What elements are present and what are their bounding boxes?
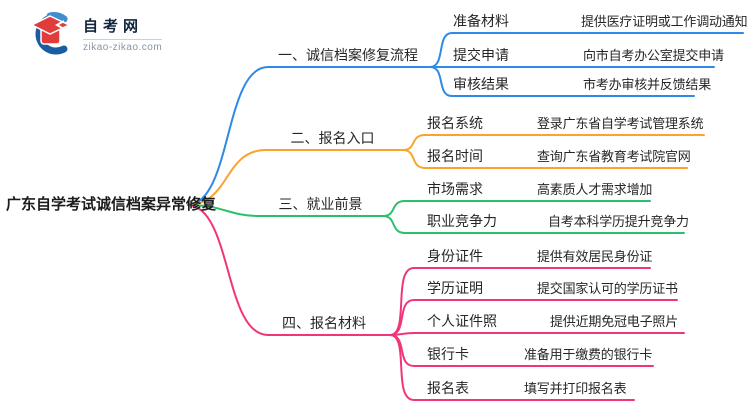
subtopic-registration-form: 报名表 bbox=[427, 380, 469, 396]
graduation-cap-logo-icon bbox=[30, 12, 71, 55]
branch2-child2-line bbox=[402, 149, 688, 169]
subtopic-career-competitiveness: 职业竞争力 bbox=[427, 213, 497, 229]
branch-label-career-prospects: 三、就业前景 bbox=[278, 196, 363, 212]
leaf-market-demand-detail: 高素质人才需求增加 bbox=[537, 182, 653, 197]
branch-label-registration-materials: 四、报名材料 bbox=[282, 315, 366, 331]
subtopic-education-certificate: 学历证明 bbox=[427, 280, 483, 296]
subtopic-registration-time: 报名时间 bbox=[427, 148, 483, 164]
branch2-connectors bbox=[187, 134, 705, 206]
leaf-bank-card-detail: 准备用于缴费的银行卡 bbox=[524, 347, 653, 362]
branch3-child2-line bbox=[382, 215, 685, 234]
logo-cap-base bbox=[40, 28, 61, 45]
leaf-review-result-detail: 市考办审核并反馈结果 bbox=[583, 77, 712, 92]
subtopic-review-result: 审核结果 bbox=[453, 76, 509, 92]
leaf-career-competitiveness-detail: 自考本科学历提升竞争力 bbox=[548, 214, 689, 229]
branch-label-repair-process: 一、诚信档案修复流程 bbox=[278, 47, 418, 63]
subtopic-id-photo: 个人证件照 bbox=[427, 313, 497, 329]
leaf-id-document-detail: 提供有效居民身份证 bbox=[537, 249, 653, 264]
logo-text-block: 自考网 zikao-zikao.com bbox=[83, 15, 163, 53]
branch4-trunk-line bbox=[187, 204, 391, 336]
subtopic-registration-system: 报名系统 bbox=[427, 115, 483, 131]
branch2-child1-line bbox=[402, 134, 705, 151]
branch4-child1-line bbox=[389, 267, 651, 336]
branch3-connectors bbox=[187, 200, 685, 234]
leaf-submit-application-detail: 向市自考办公室提交申请 bbox=[583, 48, 724, 63]
leaf-education-certificate-detail: 提交国家认可的学历证书 bbox=[537, 281, 678, 296]
leaf-registration-system-detail: 登录广东省自学考试管理系统 bbox=[537, 116, 704, 131]
branch4-connectors bbox=[187, 204, 685, 401]
branch1-connectors bbox=[187, 32, 744, 206]
branch3-trunk-line bbox=[187, 204, 384, 217]
root-topic: 广东自学考试诚信档案异常修复 bbox=[6, 196, 217, 213]
logo-site-url: zikao-zikao.com bbox=[83, 42, 163, 53]
logo-site-name: 自考网 bbox=[83, 18, 144, 35]
leaf-prepare-materials-detail: 提供医疗证明或工作调动通知 bbox=[581, 14, 748, 29]
subtopic-id-document: 身份证件 bbox=[427, 248, 483, 264]
subtopic-bank-card: 银行卡 bbox=[427, 346, 469, 362]
branch1-child1-line bbox=[429, 32, 744, 68]
branch1-child3-line bbox=[429, 66, 695, 97]
logo-divider-line bbox=[83, 39, 163, 40]
subtopic-submit-application: 提交申请 bbox=[453, 47, 509, 63]
branch1-trunk-line bbox=[187, 66, 431, 206]
site-logo: 自考网 zikao-zikao.com bbox=[28, 12, 163, 56]
subtopic-market-demand: 市场需求 bbox=[427, 181, 483, 197]
logo-cap-fold-line bbox=[54, 20, 65, 30]
leaf-id-photo-detail: 提供近期免冠电子照片 bbox=[550, 314, 679, 329]
branch-label-registration-entry: 二、报名入口 bbox=[290, 130, 375, 146]
leaf-registration-form-detail: 填写并打印报名表 bbox=[524, 381, 627, 396]
leaf-registration-time-detail: 查询广东省教育考试院官网 bbox=[537, 149, 691, 164]
branch2-trunk-line bbox=[187, 149, 404, 206]
branch4-child5-line bbox=[389, 334, 635, 401]
subtopic-prepare-materials: 准备材料 bbox=[453, 13, 509, 29]
branch4-child3-line bbox=[389, 332, 685, 336]
branch4-child2-line bbox=[389, 299, 678, 336]
